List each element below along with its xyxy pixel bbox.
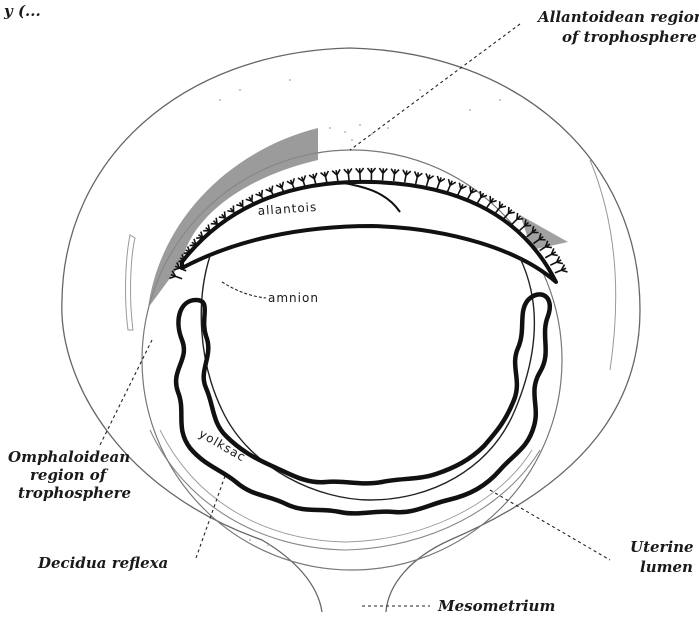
label-mesometrium: Mesometrium xyxy=(437,597,555,615)
label-omphaloidean-2: region of xyxy=(30,466,109,484)
villus xyxy=(332,169,340,181)
villus xyxy=(367,168,375,180)
villus xyxy=(391,169,399,181)
label-omphaloidean-1: Omphaloidean xyxy=(8,448,130,466)
villus xyxy=(415,171,423,184)
header-fragment: y (... xyxy=(3,2,41,20)
allantois-crescent xyxy=(182,182,556,282)
label-omphaloidean-3: trophosphere xyxy=(18,484,131,502)
label-amnion: amnion xyxy=(268,291,319,305)
villus xyxy=(448,179,456,192)
yolksac-membrane xyxy=(176,294,550,513)
left-wall-fragment xyxy=(126,235,135,330)
villus xyxy=(344,168,352,180)
label-uterine-1: Uterine xyxy=(630,538,694,556)
villus xyxy=(545,248,557,257)
label-allantoidean-2: of trophosphere xyxy=(562,28,697,46)
amnion-pointer xyxy=(222,282,266,298)
villus xyxy=(426,173,434,186)
villus xyxy=(379,168,387,180)
label-uterine-2: lumen xyxy=(640,558,693,576)
label-allantoidean-1: Allantoidean region xyxy=(536,8,699,26)
villus xyxy=(458,183,467,196)
villus xyxy=(550,256,563,265)
villus xyxy=(512,213,523,224)
leader-lines xyxy=(100,24,610,606)
villus xyxy=(356,168,364,180)
villus xyxy=(504,207,515,219)
amnion-membrane xyxy=(201,256,534,500)
villus xyxy=(403,170,411,183)
villus xyxy=(555,265,568,273)
villus xyxy=(437,176,445,189)
label-decidua-reflexa: Decidua reflexa xyxy=(37,554,168,572)
villus xyxy=(321,171,329,184)
